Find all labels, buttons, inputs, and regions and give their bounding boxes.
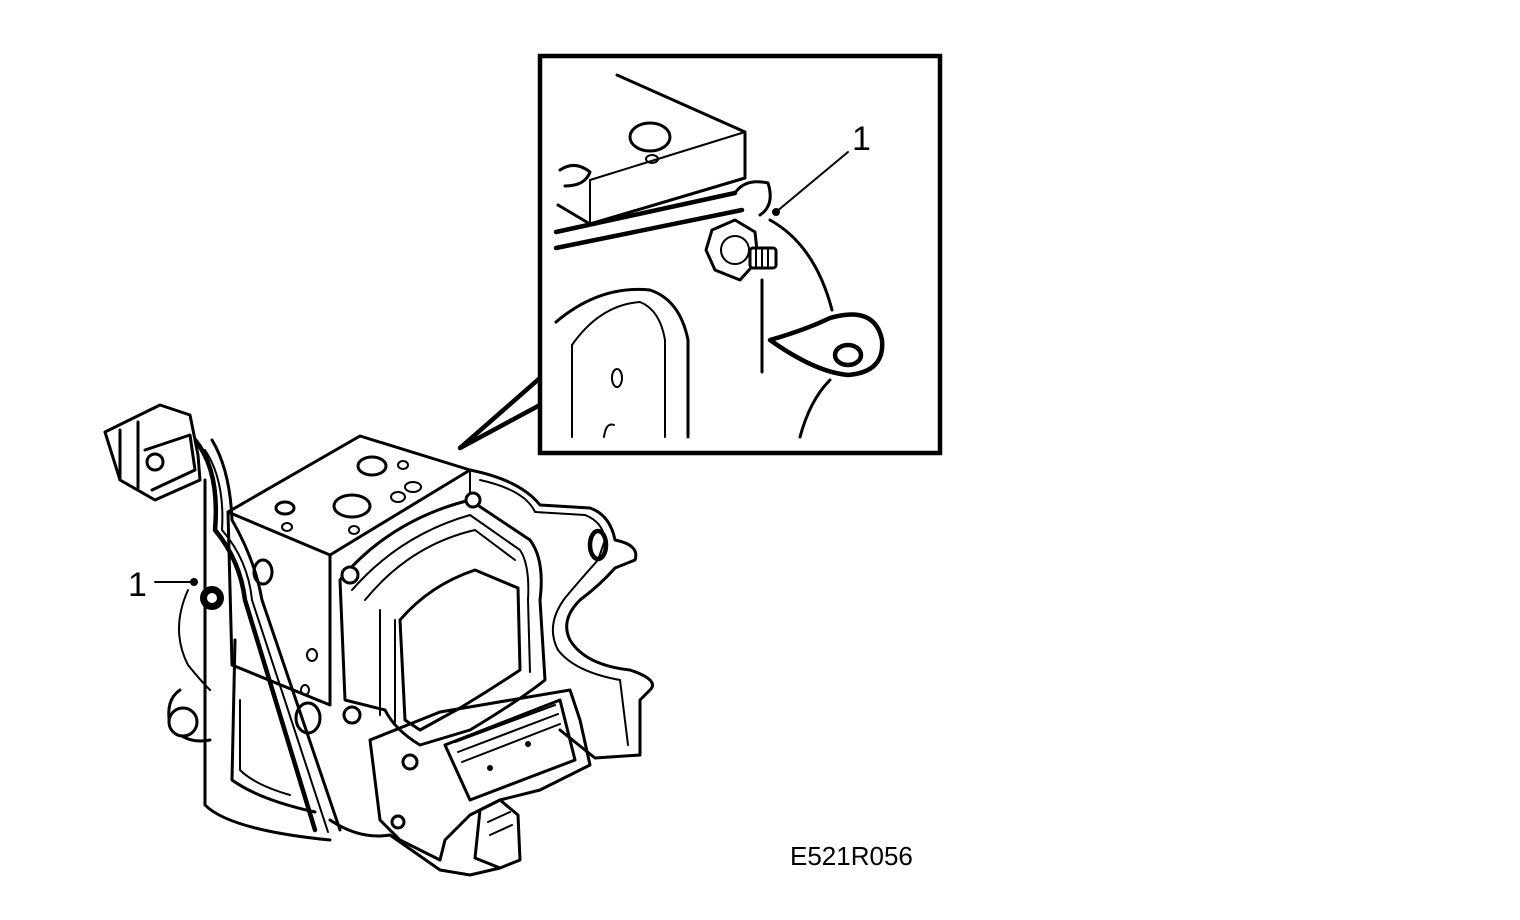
inset-ground-wire [768,218,834,312]
detail-inset: 1 [457,53,943,456]
left-bracket-outer [203,478,332,842]
block-port-3 [390,491,406,503]
inset-bracket-strip-bottom [553,207,745,251]
screw-3 [342,705,362,725]
inset-lug-tail [798,378,832,439]
harness-cable-2 [210,438,342,832]
block-port-7 [281,522,293,532]
figure-reference-code: E521R056 [790,841,913,871]
inset-pointer [457,375,543,451]
inset-callout-leader [775,151,849,213]
hydraulic-block-right [329,469,471,556]
control-module-face [398,568,522,732]
bracket-mount-bushing [167,706,199,738]
block-port-1 [356,455,388,477]
connector-socket [443,698,577,802]
inset-wire-lug [767,312,885,378]
connector-latch [473,798,522,870]
screw-1 [340,565,360,585]
harness-cable-1 [192,437,318,833]
inset-slot-1 [611,368,623,388]
bracket-slot [587,528,609,562]
control-module-cover [338,498,547,747]
harness-plug-icon [103,403,202,502]
mounting-bracket-plate [468,468,654,760]
block-port-8 [348,525,360,535]
block-port-4 [404,481,422,493]
screw-4 [401,753,419,771]
connector-latch-grip [487,811,513,836]
connector-pins [454,704,561,763]
block-port-6 [274,500,296,516]
hydraulic-block-front [226,510,332,707]
main-callout-label: 1 [128,566,147,604]
connector-pin-2 [525,741,531,747]
inset-hole-small [645,154,659,164]
inset-block-outline [556,73,747,226]
connector-pin-1 [487,765,493,771]
block-port-2 [332,493,372,519]
left-bracket-slot [239,699,291,796]
connector-housing [368,688,592,862]
inset-lower-bracket-inner [571,301,666,438]
control-module-ridge-2 [364,529,516,601]
inset-hole-partial [558,164,592,188]
inset-bracket-strip-top [553,190,738,235]
bracket-inner-edge [479,479,629,746]
inset-callout-dot [772,208,780,216]
inset-callout-label: 1 [852,120,871,158]
inset-bracket-tab [733,180,772,217]
inset-slot-2 [603,423,615,438]
screw-2 [464,491,482,509]
harness-cable-3 [204,449,329,833]
block-port-5 [397,460,409,470]
inset-block-edge [589,131,746,225]
inset-nut-icon [704,218,778,282]
screw-5 [390,814,406,830]
ground-wire-arc [178,589,211,691]
inset-hole-large [628,121,672,153]
left-bracket-inner [230,638,317,814]
block-port-side-3 [300,684,310,696]
inset-lug-hole [832,342,864,368]
main-callout-dot [190,578,198,586]
control-module-ridge-1 [351,514,531,673]
block-port-side-2 [306,648,318,662]
abs-hydraulic-unit: 1 [103,403,654,877]
inset-lower-bracket [554,287,690,439]
ground-point-icon [200,586,224,610]
